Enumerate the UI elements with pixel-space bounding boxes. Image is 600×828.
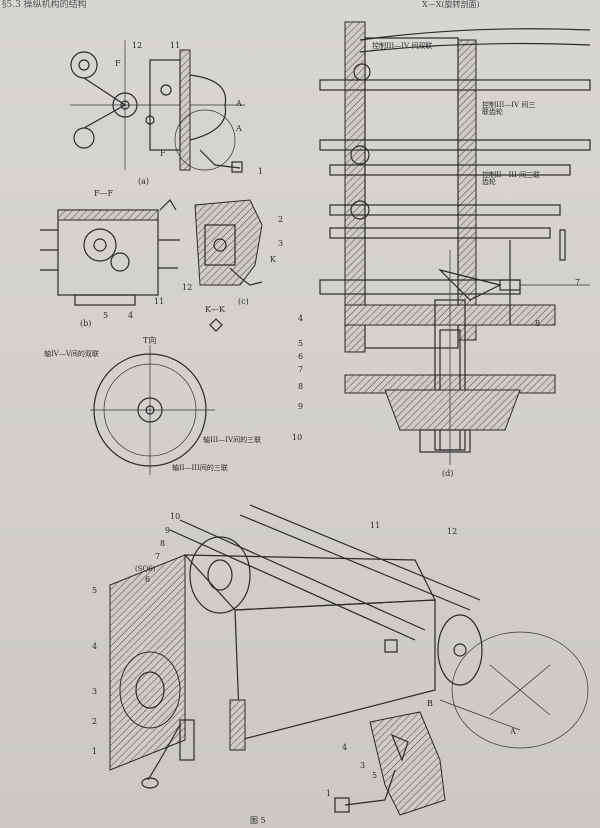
figure-d-drawing bbox=[319, 21, 591, 465]
fig-a-label-11: 11 bbox=[170, 41, 181, 50]
fig-d-label-5: 5 bbox=[298, 339, 304, 348]
inset-label-4: 4 bbox=[342, 743, 348, 752]
fig-c-caption: (c) bbox=[238, 297, 249, 306]
fig-a-caption: (a) bbox=[138, 177, 150, 186]
inset-label-3: 3 bbox=[360, 761, 366, 770]
bottom-label-2: 2 bbox=[92, 717, 98, 726]
bottom-label-8: 8 bbox=[160, 539, 166, 548]
figure-a-drawing bbox=[70, 40, 245, 173]
fig-d-label-8: 8 bbox=[298, 382, 304, 391]
page-header: §5.3 操纵机构的结构 bbox=[2, 0, 87, 10]
inset-label-5: 5 bbox=[372, 771, 378, 780]
fig-d-annotation-2: 控制III—IV 间三联齿轮 bbox=[482, 101, 536, 116]
fig-a-label-F1: F bbox=[115, 59, 121, 68]
dial-view-label: T向 bbox=[143, 336, 157, 345]
fig-b-section: F—F bbox=[94, 189, 114, 198]
bottom-label-11: 11 bbox=[370, 521, 381, 530]
fig-c-section: K—K bbox=[205, 305, 225, 314]
bottom-label-1: 1 bbox=[92, 747, 98, 756]
fig-a-label-F2: F bbox=[160, 149, 166, 158]
fig-b-label-4: 4 bbox=[128, 311, 134, 320]
fig-d-label-8-right: 8 bbox=[535, 319, 541, 328]
fig-d-caption: (d) bbox=[442, 469, 454, 478]
fig-c-label-2: 2 bbox=[278, 215, 284, 224]
dial-annotation-ii-iii: 轴II—III间的三联 bbox=[172, 464, 228, 472]
bottom-label-12: 12 bbox=[447, 527, 458, 536]
figure-b-drawing bbox=[40, 199, 180, 306]
bottom-perspective-drawing bbox=[109, 504, 589, 816]
dial-annotation-iii-iv: 轴III—IV间的三联 bbox=[203, 436, 262, 444]
fig-d-label-4: 4 bbox=[298, 314, 304, 323]
fig-b-label-12: 12 bbox=[182, 283, 193, 292]
fig-c-label-K: K bbox=[270, 255, 276, 264]
bottom-label-10: 10 bbox=[170, 512, 181, 521]
bottom-label-B: B bbox=[427, 699, 433, 708]
fig-d-annotation-1: 控制III—IV 间双联 bbox=[372, 42, 433, 50]
inset-label-1: 1 bbox=[326, 789, 332, 798]
fig-d-label-7-right: 7 bbox=[575, 278, 581, 287]
top-right-section-title: X—X(旋转剖面) bbox=[422, 0, 480, 9]
figure-c-drawing bbox=[194, 199, 263, 332]
bottom-label-sq6: (SQ6) bbox=[135, 565, 156, 573]
bottom-label-5: 5 bbox=[92, 586, 98, 595]
bottom-label-A: A bbox=[510, 727, 516, 736]
dial-annotation-iv-v: 轴IV—V间的双联 bbox=[44, 350, 99, 358]
fig-d-label-9: 9 bbox=[298, 402, 304, 411]
bottom-label-9: 9 bbox=[165, 526, 171, 535]
fig-d-annotation-3: 控制II—III 间三联齿轮 bbox=[482, 171, 541, 186]
bottom-label-6: 6 bbox=[145, 575, 151, 584]
fig-a-label-12: 12 bbox=[132, 41, 143, 50]
fig-a-label-A2: A bbox=[236, 124, 242, 133]
bottom-figure-caption: 图 5 bbox=[250, 816, 266, 825]
fig-d-label-7: 7 bbox=[298, 365, 304, 374]
fig-a-label-A1: A bbox=[236, 99, 242, 108]
fig-d-label-6: 6 bbox=[298, 352, 304, 361]
fig-b-label-11: 11 bbox=[154, 297, 165, 306]
bottom-label-3: 3 bbox=[92, 687, 98, 696]
bottom-label-4: 4 bbox=[92, 642, 98, 651]
bottom-label-7: 7 bbox=[155, 552, 161, 561]
fig-a-label-1: 1 bbox=[258, 167, 264, 176]
selector-dial-drawing bbox=[90, 345, 215, 475]
fig-b-label-5: 5 bbox=[103, 311, 109, 320]
fig-d-label-10: 10 bbox=[292, 433, 303, 442]
fig-c-label-3: 3 bbox=[278, 239, 284, 248]
fig-b-caption: (b) bbox=[80, 319, 92, 328]
